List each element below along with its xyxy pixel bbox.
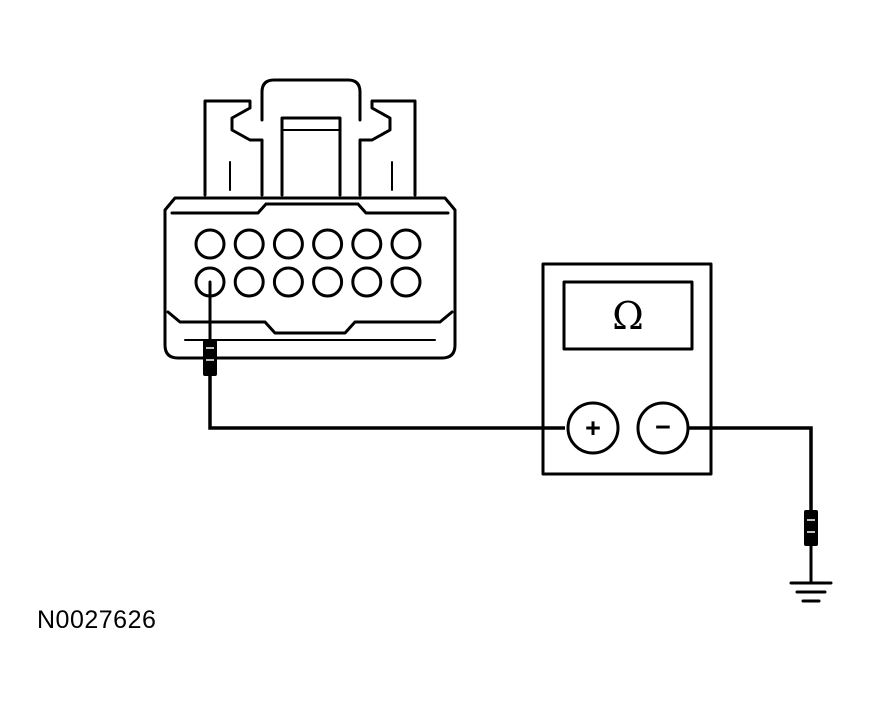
connector-pins [194, 228, 422, 298]
electrical-connector [163, 78, 457, 360]
connector-pin-cavity [312, 228, 344, 260]
connector-pin-cavity [390, 228, 422, 260]
ground-symbol-icon [789, 581, 833, 603]
connector-right-shoulder [358, 99, 417, 197]
meter-display [562, 280, 694, 351]
connector-pin-cavity [272, 266, 304, 298]
connector-pin-cavity [233, 266, 265, 298]
positive-lead-wire [208, 376, 565, 430]
connector-pin-cavity [272, 228, 304, 260]
connector-lower-lip [166, 310, 454, 335]
connector-left-shoulder [203, 99, 264, 197]
connector-pin-cavity [390, 266, 422, 298]
connector-pin-cavity [312, 266, 344, 298]
positive-terminal-label: + [585, 413, 601, 443]
ohm-symbol: Ω [612, 294, 644, 338]
connector-body [163, 196, 457, 360]
connector-face [170, 202, 450, 215]
ground-test-probe [804, 510, 818, 585]
test-probe-icon [203, 340, 217, 376]
connector-pin-cavity [351, 228, 383, 260]
connector-test-probe [203, 280, 217, 376]
test-probe-icon [804, 510, 818, 546]
negative-lead-wire [688, 426, 813, 512]
connector-latch [260, 78, 362, 122]
connector-pin-cavity [351, 266, 383, 298]
ohmmeter: Ω + − [541, 262, 713, 476]
negative-terminal-label: − [655, 412, 671, 442]
connector-pin-cavity [194, 228, 226, 260]
figure-id-label: N0027626 [37, 606, 157, 634]
connector-latch-inner [280, 116, 342, 197]
connector-pin-cavity [233, 228, 265, 260]
meter-case [541, 262, 713, 476]
positive-terminal [566, 401, 620, 455]
